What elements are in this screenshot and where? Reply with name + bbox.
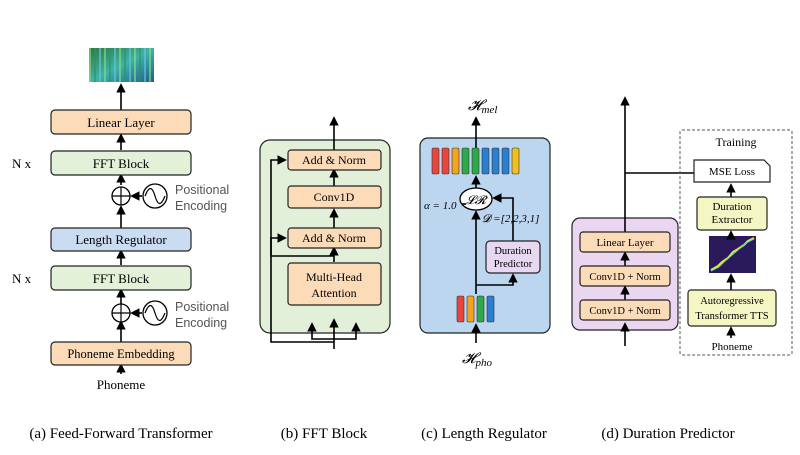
panel-d-duration-predictor: Linear Layer Conv1D + Norm Conv1D + Norm… [571, 96, 793, 442]
hidden-vector-bar [461, 147, 470, 175]
linear-layer-box [579, 231, 671, 253]
hidden-vector-bar [511, 147, 520, 175]
fft-block-bottom-box [50, 265, 192, 291]
mha-line2: Attention [311, 286, 356, 300]
hidden-vector-bar [486, 295, 495, 323]
mel-stripe [149, 48, 151, 82]
conv-norm-top-box [579, 265, 671, 287]
conv-norm-top-label: Conv1D + Norm [589, 272, 660, 283]
hidden-vector-bar [476, 295, 485, 323]
duration-extractor-line2: Extractor [712, 214, 753, 226]
linear-layer-label: Linear Layer [596, 237, 653, 249]
phoneme-input-label: Phoneme [712, 341, 753, 353]
autoregressive-tts-line1: Autoregressive [700, 296, 764, 307]
hidden-vector-bar [431, 147, 440, 175]
mel-stripe [94, 48, 96, 82]
mel-stripe [144, 48, 146, 82]
mel-stripe [99, 48, 101, 82]
expanded-hidden-sequence [431, 147, 520, 175]
multi-head-attention-box [287, 262, 382, 306]
phoneme-hidden-sequence [456, 295, 495, 323]
add-norm-top-box [287, 149, 382, 171]
add-norm-top-label: Add & Norm [302, 153, 367, 167]
mel-stripe [114, 48, 116, 82]
autoregressive-tts-line2: Transformer TTS [695, 311, 768, 322]
hidden-vector-bar [501, 147, 510, 175]
fft-block-top-box [50, 150, 192, 176]
conv1d-label: Conv1D [314, 190, 355, 204]
length-regulator-box [50, 227, 192, 252]
conv-norm-bottom-box [579, 299, 671, 321]
mel-stripe [109, 48, 111, 82]
autoregressive-tts-box [687, 289, 777, 327]
attention-alignment-image [709, 236, 756, 273]
linear-layer-box [50, 109, 192, 135]
panel-c-length-regulator: 𝓗mel 𝓛𝓡 α = 1.0 𝓓 =[2,2,3,1] Duration Pr… [419, 98, 551, 442]
mel-stripe [89, 48, 91, 82]
mel-stripe [129, 48, 131, 82]
duration-sequence-label: 𝓓 =[2,2,3,1] [482, 213, 539, 225]
caption-b: (b) FFT Block [281, 426, 368, 442]
h-mel-label: 𝓗mel [468, 98, 497, 116]
phoneme-embedding-box [50, 341, 192, 366]
hidden-vector-bar [491, 147, 500, 175]
hidden-vector-bar [481, 147, 490, 175]
linear-layer-label: Linear Layer [87, 115, 155, 130]
mel-stripe [134, 48, 136, 82]
caption-c: (c) Length Regulator [421, 426, 547, 442]
positional-encoding-bottom-line2: Encoding [175, 316, 227, 330]
hidden-vector-bar [451, 147, 460, 175]
panel-a-feed-forward-transformer: Linear Layer FFT Block N x Positional En… [12, 48, 229, 442]
mel-stripe [124, 48, 126, 82]
phoneme-input-label: Phoneme [97, 377, 146, 392]
hidden-vector-bar [471, 147, 480, 175]
h-pho-label: 𝓗pho [462, 351, 493, 369]
add-norm-bottom-box [287, 227, 382, 249]
mse-loss-label: MSE Loss [709, 166, 755, 178]
length-regulator-container [419, 137, 551, 334]
fft-block-top-label: FFT Block [93, 156, 150, 171]
mel-stripe [119, 48, 121, 82]
mse-loss-box [693, 159, 771, 183]
training-label: Training [716, 135, 757, 149]
training-dashed-box [679, 129, 793, 356]
mha-line1: Multi-Head [306, 270, 362, 284]
mel-spectrogram-image [89, 48, 154, 82]
fft-block-bottom-label: FFT Block [93, 271, 150, 286]
panel-b-fft-block: Add & Norm Conv1D Add & Norm Multi-Head … [259, 116, 391, 442]
hidden-vector-bar [466, 295, 475, 323]
n-times-top-label: N x [12, 156, 32, 171]
duration-predictor-line2: Predictor [494, 259, 533, 270]
lr-operator-circle [459, 187, 493, 211]
positional-encoding-bottom-line1: Positional [175, 300, 229, 314]
hidden-vector-bar [441, 147, 450, 175]
add-norm-bottom-label: Add & Norm [302, 231, 367, 245]
duration-predictor-line1: Duration [494, 246, 532, 257]
phoneme-embedding-label: Phoneme Embedding [67, 347, 175, 361]
caption-a: (a) Feed-Forward Transformer [29, 426, 212, 442]
mel-stripe [139, 48, 141, 82]
lr-operator-label: 𝓛𝓡 [466, 193, 489, 207]
duration-predictor-box [485, 240, 541, 274]
positional-encoding-top-line1: Positional [175, 183, 229, 197]
hidden-vector-bar [456, 295, 465, 323]
mel-stripe [104, 48, 106, 82]
positional-encoding-top-line2: Encoding [175, 199, 227, 213]
duration-extractor-box [696, 196, 768, 231]
conv1d-box [287, 185, 382, 209]
conv-norm-bottom-label: Conv1D + Norm [589, 306, 660, 317]
caption-d: (d) Duration Predictor [601, 426, 734, 442]
n-times-bottom-label: N x [12, 271, 32, 286]
length-regulator-label: Length Regulator [75, 232, 167, 247]
alpha-label: α = 1.0 [424, 200, 457, 212]
duration-extractor-line1: Duration [712, 201, 752, 213]
